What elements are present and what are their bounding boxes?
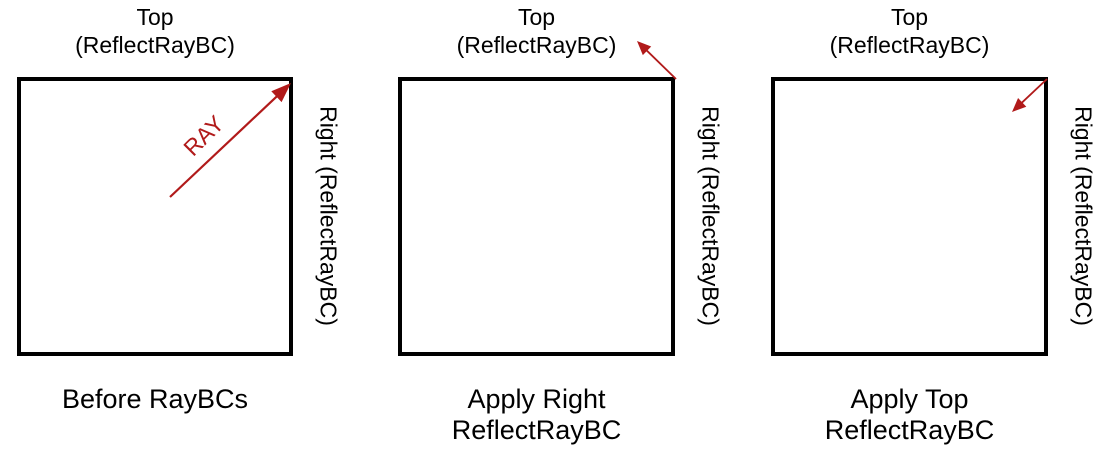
top-boundary-label: Top (ReflectRayBC) <box>456 4 617 58</box>
domain-box <box>771 77 1048 356</box>
right-boundary-label: Right (ReflectRayBC) <box>315 106 342 326</box>
right-boundary-label: Right (ReflectRayBC) <box>697 106 724 326</box>
domain-box <box>17 77 293 356</box>
top-boundary-label: Top (ReflectRayBC) <box>829 4 990 58</box>
top-boundary-label: Top (ReflectRayBC) <box>75 4 235 58</box>
domain-box <box>398 77 675 356</box>
panel-caption: Before RayBCs <box>61 384 249 414</box>
panel-caption: Apply Top ReflectRayBC <box>824 384 995 445</box>
right-boundary-label: Right (ReflectRayBC) <box>1070 106 1097 326</box>
panel-caption: Apply Right ReflectRayBC <box>451 384 622 445</box>
